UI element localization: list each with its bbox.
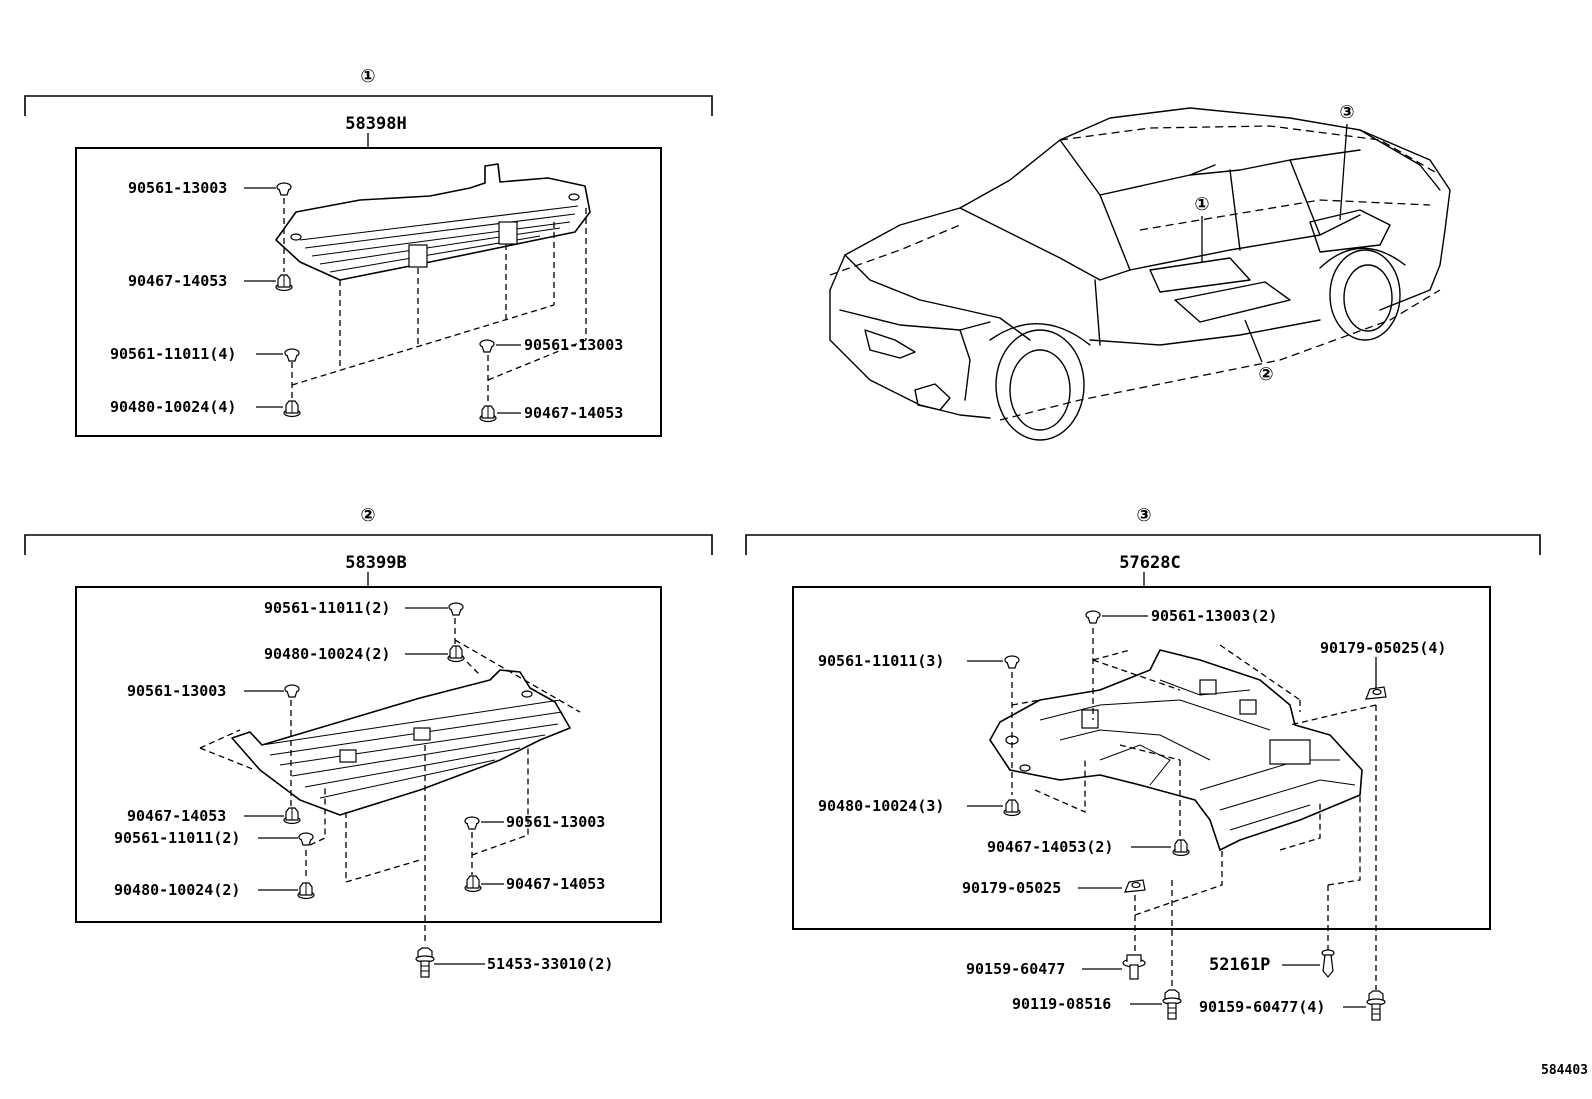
part-label: 90179-05025(4) xyxy=(1320,639,1446,657)
car-marker: ③ xyxy=(1339,102,1354,123)
diagram-id: 584403 xyxy=(1541,1063,1588,1078)
car-overview: ① ② ③ xyxy=(829,102,1451,441)
part-label: 90467-14053 xyxy=(128,272,227,290)
section-3-assembly-number: 57628C xyxy=(1119,553,1180,573)
section-3: ③ 57628C xyxy=(745,505,1541,1021)
section-1: ① 58398H xyxy=(24,66,713,437)
section-3-bracket xyxy=(745,534,1541,555)
section-1-assembly-number: 58398H xyxy=(345,114,406,134)
part-label: 90561-11011(4) xyxy=(110,345,236,363)
section-2-frame xyxy=(75,586,662,923)
part-label: 90561-13003(2) xyxy=(1151,607,1277,625)
part-label: 90467-14053 xyxy=(524,404,623,422)
part-label: 90179-05025 xyxy=(962,879,1061,897)
section-2-bracket xyxy=(24,534,713,555)
section-1-marker: ① xyxy=(360,66,375,87)
part-label: 90561-11011(3) xyxy=(818,652,944,670)
part-label: 90159-60477(4) xyxy=(1199,998,1325,1016)
part-label: 52161P xyxy=(1209,955,1270,975)
part-label: 51453-33010(2) xyxy=(487,955,613,973)
section-2-marker: ② xyxy=(360,505,375,526)
part-label: 90467-14053 xyxy=(506,875,605,893)
section-1-bracket xyxy=(24,95,713,116)
car-marker: ② xyxy=(1258,364,1273,385)
part-label: 90467-14053(2) xyxy=(987,838,1113,856)
section-3-frame xyxy=(792,586,1491,930)
section-1-frame xyxy=(75,147,662,437)
part-label: 90561-13003 xyxy=(524,336,623,354)
part-label: 90480-10024(3) xyxy=(818,797,944,815)
part-label: 90561-11011(2) xyxy=(264,599,390,617)
car-marker: ① xyxy=(1194,194,1209,215)
part-label: 90480-10024(2) xyxy=(114,881,240,899)
floor-under-cover-58399b xyxy=(231,669,571,816)
part-label: 90561-13003 xyxy=(128,179,227,197)
part-label: 90159-60477 xyxy=(966,960,1065,978)
part-label: 90561-13003 xyxy=(506,813,605,831)
part-label: 90467-14053 xyxy=(127,807,226,825)
part-label: 90480-10024(4) xyxy=(110,398,236,416)
part-label: 90561-13003 xyxy=(127,682,226,700)
section-2-assembly-number: 58399B xyxy=(345,553,406,573)
part-label: 90119-08516 xyxy=(1012,995,1111,1013)
engine-under-cover-58398h xyxy=(275,163,591,281)
part-label: 90561-11011(2) xyxy=(114,829,240,847)
section-3-marker: ③ xyxy=(1136,505,1151,526)
section-2: ② 58399B xyxy=(24,505,713,978)
rear-under-cover-57628c xyxy=(989,649,1363,851)
part-label: 90480-10024(2) xyxy=(264,645,390,663)
